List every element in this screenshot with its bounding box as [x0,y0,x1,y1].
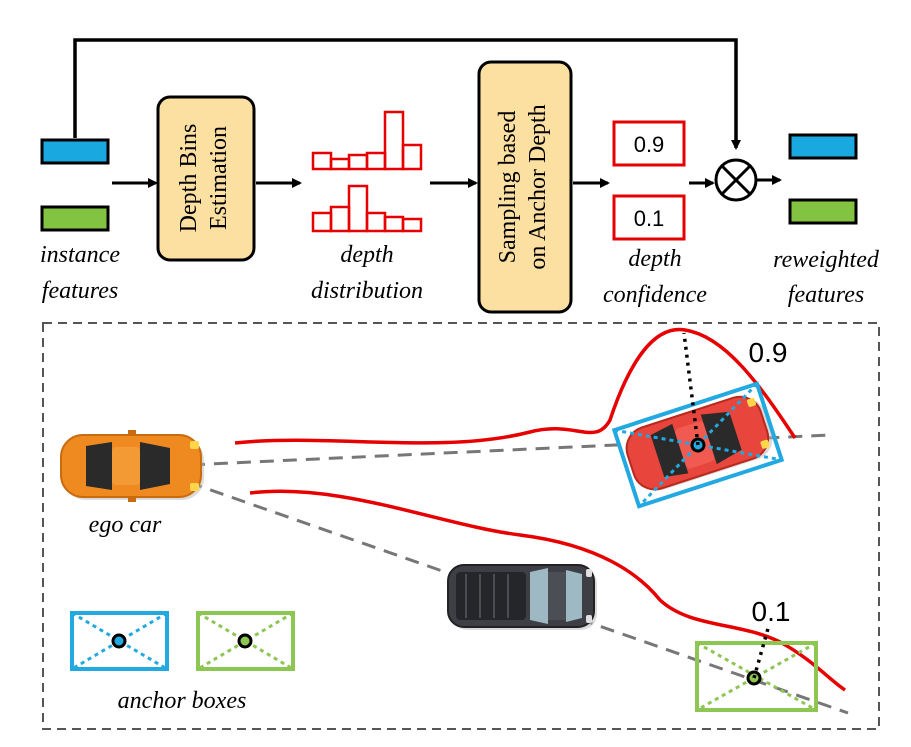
legend-blue-anchor-box [70,611,169,671]
confidence-high-label: 0.9 [749,337,788,368]
depth-bins-label-line2: Estimation [206,126,232,230]
blue-reweighted-feature [788,133,858,160]
output-label-line1: reweighted [773,247,880,273]
skip-connection-line [73,38,741,150]
confidence-low-label: 0.1 [752,596,791,627]
distribution-label-line2: distribution [311,278,423,304]
sampling-label-line1: Sampling based [495,111,521,264]
confidence-label-line1: depth [628,246,681,272]
instance-label-line1: instance [40,242,120,268]
confidence-label-line2: confidence [603,282,707,308]
ego-car-label: ego car [89,512,162,538]
depth-bins-label-line1: Depth Bins [176,124,202,233]
blue-instance-feature [40,138,110,165]
depth-curve-lower [249,489,846,692]
instance-label-line2: features [42,278,118,304]
legend-green-anchor-box [196,611,295,671]
histogram-bottom [311,184,423,233]
pickup-truck-icon [447,564,597,630]
orange-car-icon [60,430,204,502]
confidence-pointer-low [752,624,771,679]
histogram-top [311,110,423,171]
blue-anchor-box-scene [611,381,785,509]
confidence-pointer-high [682,332,700,446]
confidence-value-top: 0.9 [634,132,665,157]
sampling-module [477,60,573,314]
output-label-line2: features [788,282,864,308]
distribution-label-line1: depth [340,242,393,268]
circled-times-icon [714,158,758,202]
depth-curve-upper [234,327,797,445]
green-reweighted-feature [788,198,858,225]
scene-frame [42,322,880,730]
confidence-box-bottom [612,194,686,241]
depth-bins-estimation-module [156,95,256,262]
confidence-box-top [612,120,686,167]
sampling-label-line2: on Anchor Depth [525,104,551,269]
anchor-legend-label: anchor boxes [118,688,247,714]
green-instance-feature [40,205,110,232]
confidence-value-bottom: 0.1 [634,206,665,231]
